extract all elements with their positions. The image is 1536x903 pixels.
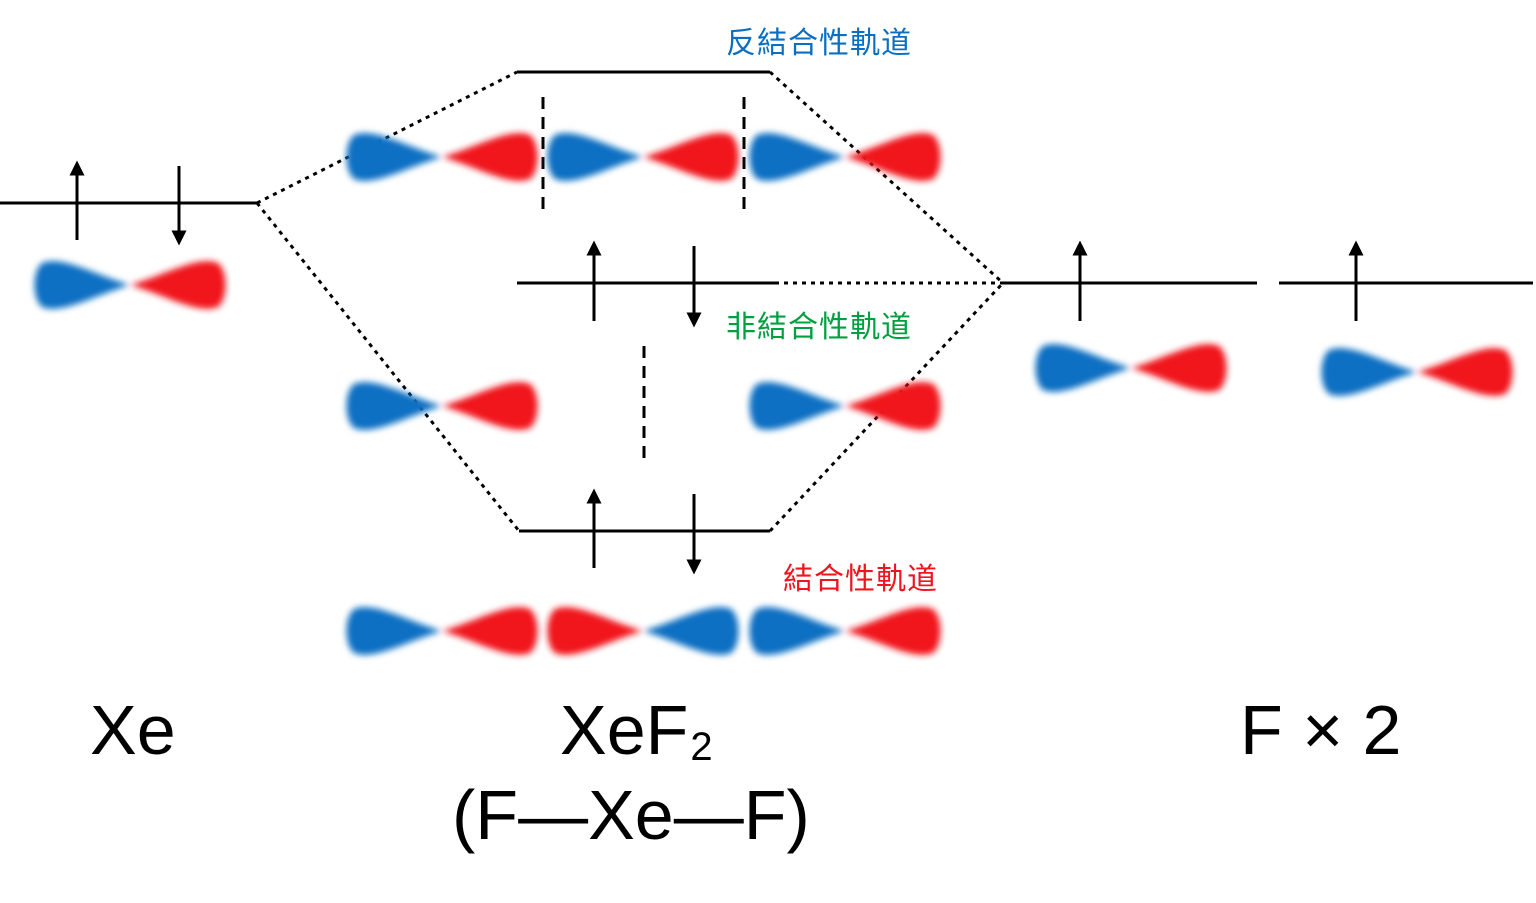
f-to-bonding-line bbox=[768, 281, 1005, 533]
nonbonding-orbital-label: 非結合性軌道 bbox=[726, 310, 912, 345]
fluorine-pair-label: F × 2 bbox=[1240, 691, 1402, 769]
bonding-orbital-label: 結合性軌道 bbox=[783, 562, 938, 597]
f-right-p-orbital-right-lobe bbox=[1417, 348, 1513, 396]
xe-p-orbital-left-lobe bbox=[34, 261, 130, 309]
antibonding-orbital-2-left-lobe bbox=[547, 133, 643, 181]
f-right-p-orbital-left-lobe bbox=[1321, 348, 1417, 396]
energy-levels bbox=[0, 70, 1533, 533]
antibonding-orbital-1-left-lobe bbox=[346, 133, 442, 181]
antibonding-orbital-label: 反結合性軌道 bbox=[726, 26, 912, 61]
xe-to-bonding-line bbox=[255, 202, 521, 532]
xef2-subscript: 2 bbox=[690, 725, 713, 769]
nonbonding-orbital-1-right-lobe bbox=[442, 382, 538, 430]
f-to-antibonding-line bbox=[768, 70, 1005, 285]
antibonding-orbital-3-right-lobe bbox=[845, 133, 941, 181]
nonbonding-orbital-1-left-lobe bbox=[346, 382, 442, 430]
antibonding-orbital-1-right-lobe bbox=[442, 133, 538, 181]
antibonding-orbital-2-right-lobe bbox=[643, 133, 739, 181]
nonbonding-orbital-2-right-lobe bbox=[845, 382, 941, 430]
antibonding-orbital-3-left-lobe bbox=[749, 133, 845, 181]
orbital-lobes bbox=[34, 133, 1513, 655]
bonding-orbital-3-left-lobe bbox=[749, 607, 845, 655]
xe-label: Xe bbox=[90, 691, 176, 769]
bonding-orbital-1-right-lobe bbox=[442, 607, 538, 655]
electrons bbox=[69, 160, 1364, 575]
xe-p-orbital-right-lobe bbox=[130, 261, 226, 309]
xef2-structure-label: (F—Xe—F) bbox=[452, 776, 810, 854]
xef2-formula: XeF bbox=[560, 691, 689, 769]
nonbonding-orbital-2-left-lobe bbox=[749, 382, 845, 430]
f-left-p-orbital-right-lobe bbox=[1131, 344, 1227, 392]
bonding-orbital-2-left-lobe bbox=[547, 607, 643, 655]
bonding-orbital-2-right-lobe bbox=[643, 607, 739, 655]
bonding-orbital-1-left-lobe bbox=[346, 607, 442, 655]
bonding-orbital-3-right-lobe bbox=[845, 607, 941, 655]
xef2-label: XeF2 bbox=[560, 690, 713, 770]
f-left-p-orbital-left-lobe bbox=[1035, 344, 1131, 392]
